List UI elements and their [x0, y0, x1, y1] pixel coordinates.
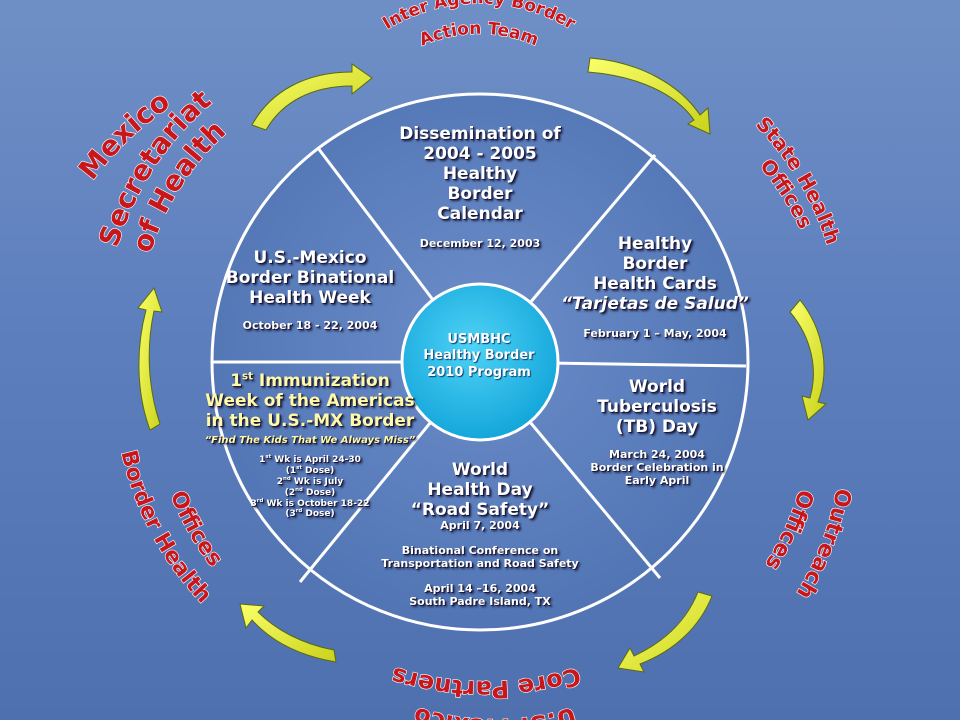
dissemination-line4: Border — [447, 184, 513, 205]
dissemination-line5: Calendar — [437, 204, 523, 225]
dissemination-date: December 12, 2003 — [419, 237, 541, 251]
imm-line1: 1st Immunization — [200, 371, 420, 391]
imm-wk1: 1st Wk is April 24-30 — [259, 453, 361, 465]
tb-line3: (TB) Day — [615, 417, 699, 438]
segment-world-health-day: World Health Day “Road Safety” April 7, … — [370, 460, 590, 609]
dissemination-line3: Healthy — [442, 164, 518, 185]
whd-date: April 7, 2004 — [440, 519, 520, 533]
tb-line2: Tuberculosis — [597, 397, 717, 418]
imm-dose1: (1st Dose) — [285, 464, 335, 476]
dissemination-line1: Dissemination of — [399, 124, 561, 144]
arrow-border-to-mexico — [137, 286, 163, 431]
dissemination-line2: 2004 - 2005 — [423, 144, 537, 165]
tb-line1: World — [628, 377, 686, 397]
bw-date: October 18 - 22, 2004 — [242, 319, 378, 333]
center-program-label: USMBHC Healthy Border 2010 Program — [414, 332, 544, 381]
imm-dose2: (2nd Dose) — [284, 486, 336, 498]
imm-wk2: 2nd Wk is July — [276, 475, 344, 487]
whd-line3: “Road Safety” — [410, 500, 550, 521]
health-cards-line1: Healthy — [617, 234, 693, 254]
imm-schedule: 1st Wk is April 24-30 (1st Dose) 2nd Wk … — [200, 453, 420, 520]
segment-health-cards: Healthy Border Health Cards “Tarjetas de… — [555, 234, 755, 341]
label-core-line2: Core Partners — [388, 661, 584, 703]
bw-line3: Health Week — [249, 288, 371, 309]
partner-arrows — [137, 57, 828, 673]
segment-immunization: 1st Immunization Week of the Americas in… — [200, 371, 420, 520]
label-core-line1: U.S.-Mexico — [410, 701, 579, 720]
whd-conf-date: April 14 –16, 2004 — [424, 582, 536, 596]
arrow-iabat-to-state — [587, 57, 711, 135]
center-line3: 2010 Program — [427, 364, 531, 380]
health-cards-date: February 1 – May, 2004 — [583, 327, 727, 341]
imm-line3: in the U.S.-MX Border — [205, 411, 415, 432]
imm-quote: “Find The Kids That We Always Miss” — [204, 435, 416, 447]
imm-line1-text: Immunization — [258, 371, 390, 391]
bw-line1: U.S.-Mexico — [253, 248, 367, 268]
tb-note1: Border Celebration in — [590, 461, 724, 475]
label-inter-agency-line2: Action Team — [417, 19, 542, 51]
health-cards-line3: Health Cards — [593, 274, 717, 295]
whd-conf1: Binational Conference on — [401, 544, 559, 558]
center-line1: USMBHC — [447, 332, 511, 347]
tb-date: March 24, 2004 — [609, 448, 705, 462]
bw-line2: Border Binational — [225, 268, 395, 289]
arrow-mexico-to-iabat — [251, 63, 373, 131]
health-cards-line2: Border — [622, 254, 688, 275]
arrow-outreach-to-core — [617, 591, 713, 673]
segment-dissemination: Dissemination of 2004 - 2005 Healthy Bor… — [380, 124, 580, 251]
center-hub — [400, 282, 560, 442]
health-cards-line4: “Tarjetas de Salud” — [561, 294, 749, 315]
imm-line2: Week of the Americas — [205, 391, 415, 412]
center-line2: Healthy Border — [423, 348, 535, 364]
whd-line2: Health Day — [427, 480, 533, 501]
imm-ord-sup: st — [242, 371, 253, 383]
whd-conf2: Transportation and Road Safety — [381, 557, 579, 571]
imm-ord: 1 — [230, 371, 243, 391]
imm-dose3: (3rd Dose) — [285, 508, 335, 520]
segment-tb-day: World Tuberculosis (TB) Day March 24, 20… — [562, 377, 752, 488]
arrow-core-to-border — [239, 603, 337, 663]
arrow-state-to-outreach — [789, 299, 828, 421]
whd-place: South Padre Island, TX — [409, 595, 551, 609]
segment-binational-week: U.S.-Mexico Border Binational Health Wee… — [210, 248, 410, 333]
imm-wk3: 3rd Wk is October 18-22 — [250, 497, 370, 509]
whd-line1: World — [451, 460, 509, 480]
tb-note2: Early April — [624, 474, 690, 488]
